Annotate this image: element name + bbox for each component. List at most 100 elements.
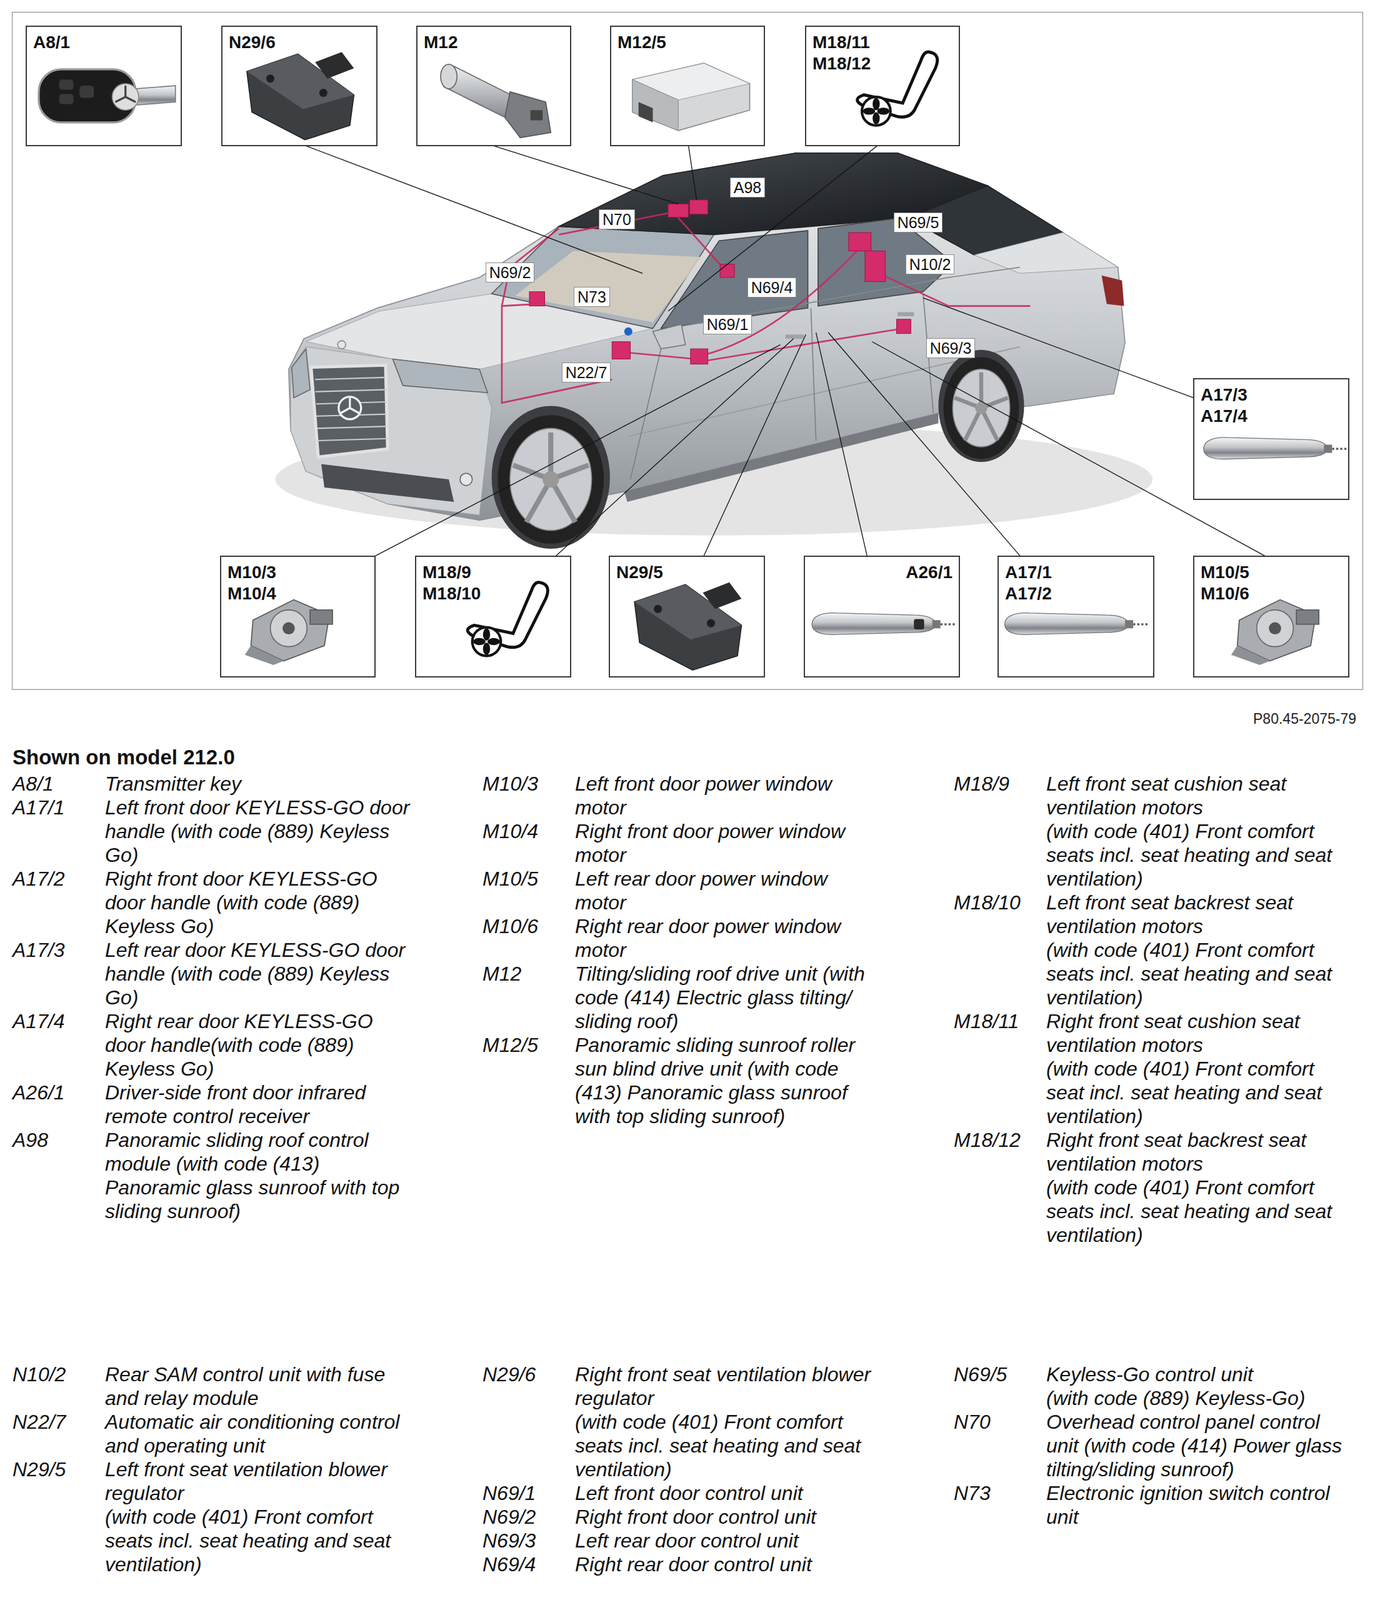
door-handle (1203, 437, 1347, 460)
legend-row: M12Tilting/sliding roof drive unit (with… (482, 961, 895, 1034)
legend-text: Left front door control unit (575, 1481, 880, 1505)
blower-regulator (634, 582, 742, 670)
legend-row: M18/10Left front seat backrest seat vent… (953, 890, 1367, 1010)
legend-row: A17/1Left front door KEYLESS-GO door han… (12, 795, 425, 867)
wiring (883, 275, 1030, 307)
callout-box: M18/9 M18/10 (415, 555, 572, 678)
legend-code: N69/4 (482, 1552, 575, 1577)
sun-blind-drive (638, 101, 654, 123)
leader-line (688, 145, 697, 200)
legend-description: Left rear door control unit (575, 1528, 880, 1553)
legend-code: M10/6 (482, 914, 575, 962)
legend-row: M18/12Right front seat backrest seat ven… (953, 1128, 1367, 1247)
legend-code: N29/5 (12, 1457, 105, 1577)
legend-column: A8/1Transmitter keyA17/1Left front door … (12, 771, 425, 1224)
legend-text: Left front seat ventilation blower regul… (105, 1457, 410, 1505)
car-illustration (810, 308, 816, 441)
sun-blind-drive (632, 63, 750, 131)
callout-box: M10/3 M10/4 (220, 555, 376, 678)
callout-box: A26/1 (803, 555, 960, 678)
legend-row: N29/5Left front seat ventilation blower … (12, 1457, 425, 1577)
legend-code: A17/1 (12, 795, 105, 867)
legend-code: N10/2 (12, 1362, 105, 1410)
legend-row: M12/5Panoramic sliding sunroof roller su… (482, 1033, 895, 1129)
legend-description: Tilting/sliding roof drive unit (with co… (575, 961, 880, 1034)
car-illustration (491, 406, 610, 549)
part-code: N29/6 (228, 31, 276, 54)
legend-text: Right front door control unit (575, 1505, 880, 1529)
car-illustration (315, 377, 386, 380)
legend-row: M10/6Right rear door power window motor (482, 914, 895, 962)
legend-code: N69/1 (482, 1481, 575, 1505)
car-illustration (513, 432, 589, 523)
legend-description: Panoramic sliding roof control module (w… (105, 1128, 410, 1224)
legend-description: Left front door KEYLESS-GO door handle (… (105, 795, 410, 867)
legend-text: Left front seat cushion seat ventilation… (1046, 771, 1352, 820)
legend-text: Right front seat ventilation blower regu… (575, 1362, 880, 1410)
component-marker (624, 327, 633, 336)
part-code: A17/1 A17/2 (1005, 561, 1052, 605)
car-illustration (315, 377, 388, 441)
legend-code: N69/5 (953, 1362, 1047, 1410)
sun-blind-drive (632, 63, 750, 131)
car-illustration (497, 415, 604, 544)
part-code: M18/11 M18/12 (812, 31, 871, 75)
legend-text: Driver-side front door infrared remote c… (105, 1080, 410, 1129)
legend-code: M12/5 (482, 1033, 575, 1129)
legend-column: N69/5Keyless-Go control unit(with code (… (953, 1362, 1367, 1529)
car-illustration (337, 340, 346, 349)
leader-line (923, 298, 1194, 399)
legend-description: Transmitter key (105, 771, 410, 796)
component-marker (865, 250, 886, 282)
legend-column: N10/2Rear SAM control unit with fuse and… (12, 1362, 425, 1577)
car-illustration (291, 348, 310, 398)
legend-row: N69/5Keyless-Go control unit(with code (… (953, 1362, 1367, 1410)
component-marker (720, 264, 735, 278)
window-motor (245, 600, 333, 665)
component-code: N69/4 (747, 277, 797, 298)
car-illustration (315, 389, 387, 392)
legend-text: Left front door KEYLESS-GO door handle (… (105, 795, 410, 867)
legend-description: Right front door control unit (575, 1505, 880, 1529)
legend-row: M10/4Right front door power window motor (482, 819, 895, 867)
legend-text: Overhead control panel control unit (wit… (1046, 1410, 1352, 1482)
car-illustration (652, 324, 685, 349)
car-illustration (338, 396, 362, 420)
infrared-receiver (913, 619, 924, 630)
transmitter-key (79, 85, 94, 99)
legend-code: M10/3 (482, 771, 575, 820)
transmitter-key (59, 93, 74, 104)
transmitter-key (115, 85, 136, 102)
car-illustration (311, 365, 388, 457)
callout-box: N29/6 (221, 25, 378, 147)
component-code: N69/3 (926, 338, 976, 359)
wiring (501, 303, 612, 403)
legend-code: A8/1 (12, 771, 105, 796)
legend-text: Panoramic sliding roof control module (w… (105, 1128, 410, 1224)
legend-description: Right rear door control unit (575, 1552, 880, 1577)
legend-code: M18/9 (953, 771, 1047, 891)
legend-text: Right front seat cushion seat ventilatio… (1046, 1009, 1352, 1057)
component-marker (689, 200, 708, 215)
legend-code: M10/4 (482, 819, 575, 867)
callout-box: M12 (416, 25, 572, 147)
leader-line (375, 345, 781, 557)
part-code: M12/5 (617, 31, 667, 54)
car-illustration (542, 471, 559, 488)
legend-text: Left rear door control unit (575, 1528, 880, 1553)
legend-description: Right front door KEYLESS-GO door handle … (105, 866, 410, 939)
legend-code: M18/12 (953, 1128, 1047, 1247)
legend-heading: Shown on model 212.0 (12, 745, 235, 770)
figure-frame (12, 12, 1364, 690)
part-code: M12 (423, 31, 458, 54)
legend-text: Transmitter key (105, 771, 410, 796)
legend-description: Right front door power window motor (575, 819, 880, 867)
leader-line (816, 332, 868, 556)
legend-code: M10/5 (482, 866, 575, 915)
component-marker (848, 232, 872, 251)
legend-row: M10/3Left front door power window motor (482, 771, 895, 820)
legend-description: Keyless-Go control unit(with code (889) … (1046, 1362, 1352, 1410)
component-code: N22/7 (561, 362, 612, 383)
legend-row: N29/6Right front seat ventilation blower… (482, 1362, 895, 1482)
legend-description: Automatic air conditioning control and o… (105, 1410, 410, 1458)
